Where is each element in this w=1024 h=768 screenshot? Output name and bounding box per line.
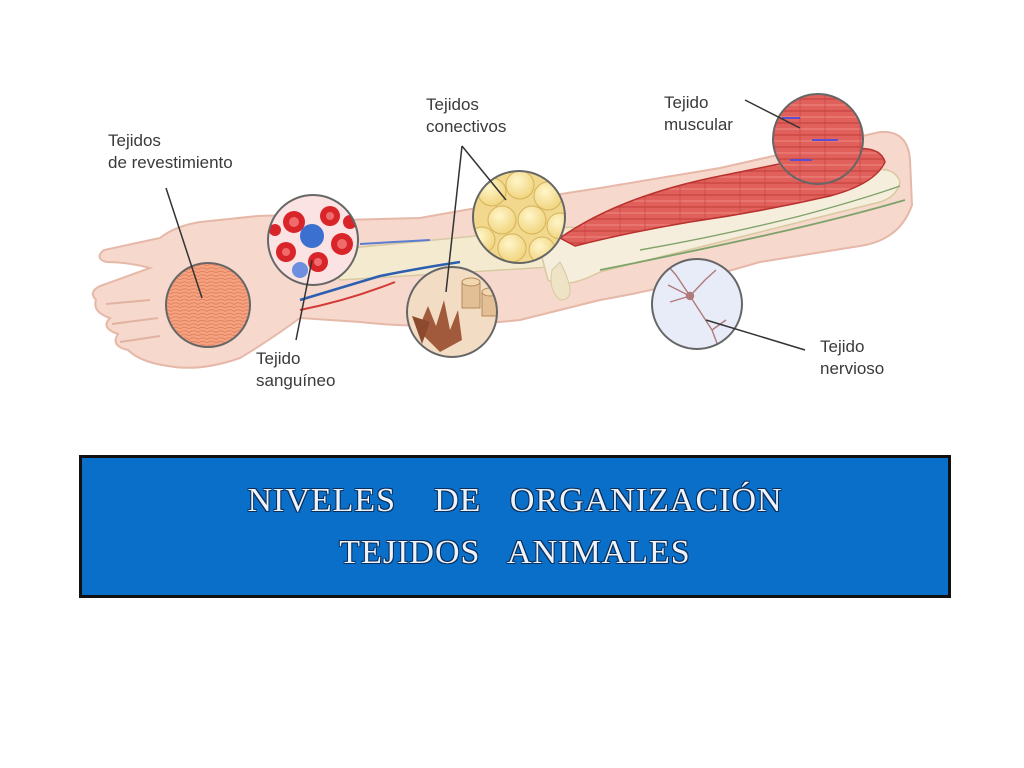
circle-tejido-nervioso: [651, 258, 743, 350]
label-tejido-nervioso: Tejido nervioso: [820, 337, 885, 378]
label-tejido-muscular: Tejido muscular: [664, 93, 733, 134]
arm-tissue-illustration: [91, 93, 914, 369]
title-line-2: TEJIDOS ANIMALES: [339, 533, 691, 571]
circle-tejido-conectivo-adiposo: [472, 170, 566, 264]
label-tejidos-revestimiento: Tejidos de revestimiento: [108, 131, 233, 172]
vessels-and-nerves: [299, 185, 906, 311]
label-tejido-sanguineo: Tejido sanguíneo: [256, 349, 336, 390]
leader-lines: [165, 99, 806, 351]
title-box: NIVELES DE ORGANIZACIÓN TEJIDOS ANIMALES: [79, 455, 951, 598]
label-tejidos-conectivos: Tejidos conectivos: [426, 95, 507, 136]
circle-tejido-sanguineo: [267, 194, 359, 286]
circle-tejido-revestimiento: [165, 262, 251, 348]
circle-tejido-muscular: [772, 93, 864, 185]
title-line-1: NIVELES DE ORGANIZACIÓN: [247, 481, 783, 519]
circle-tejido-conectivo-oseo: [406, 266, 498, 358]
